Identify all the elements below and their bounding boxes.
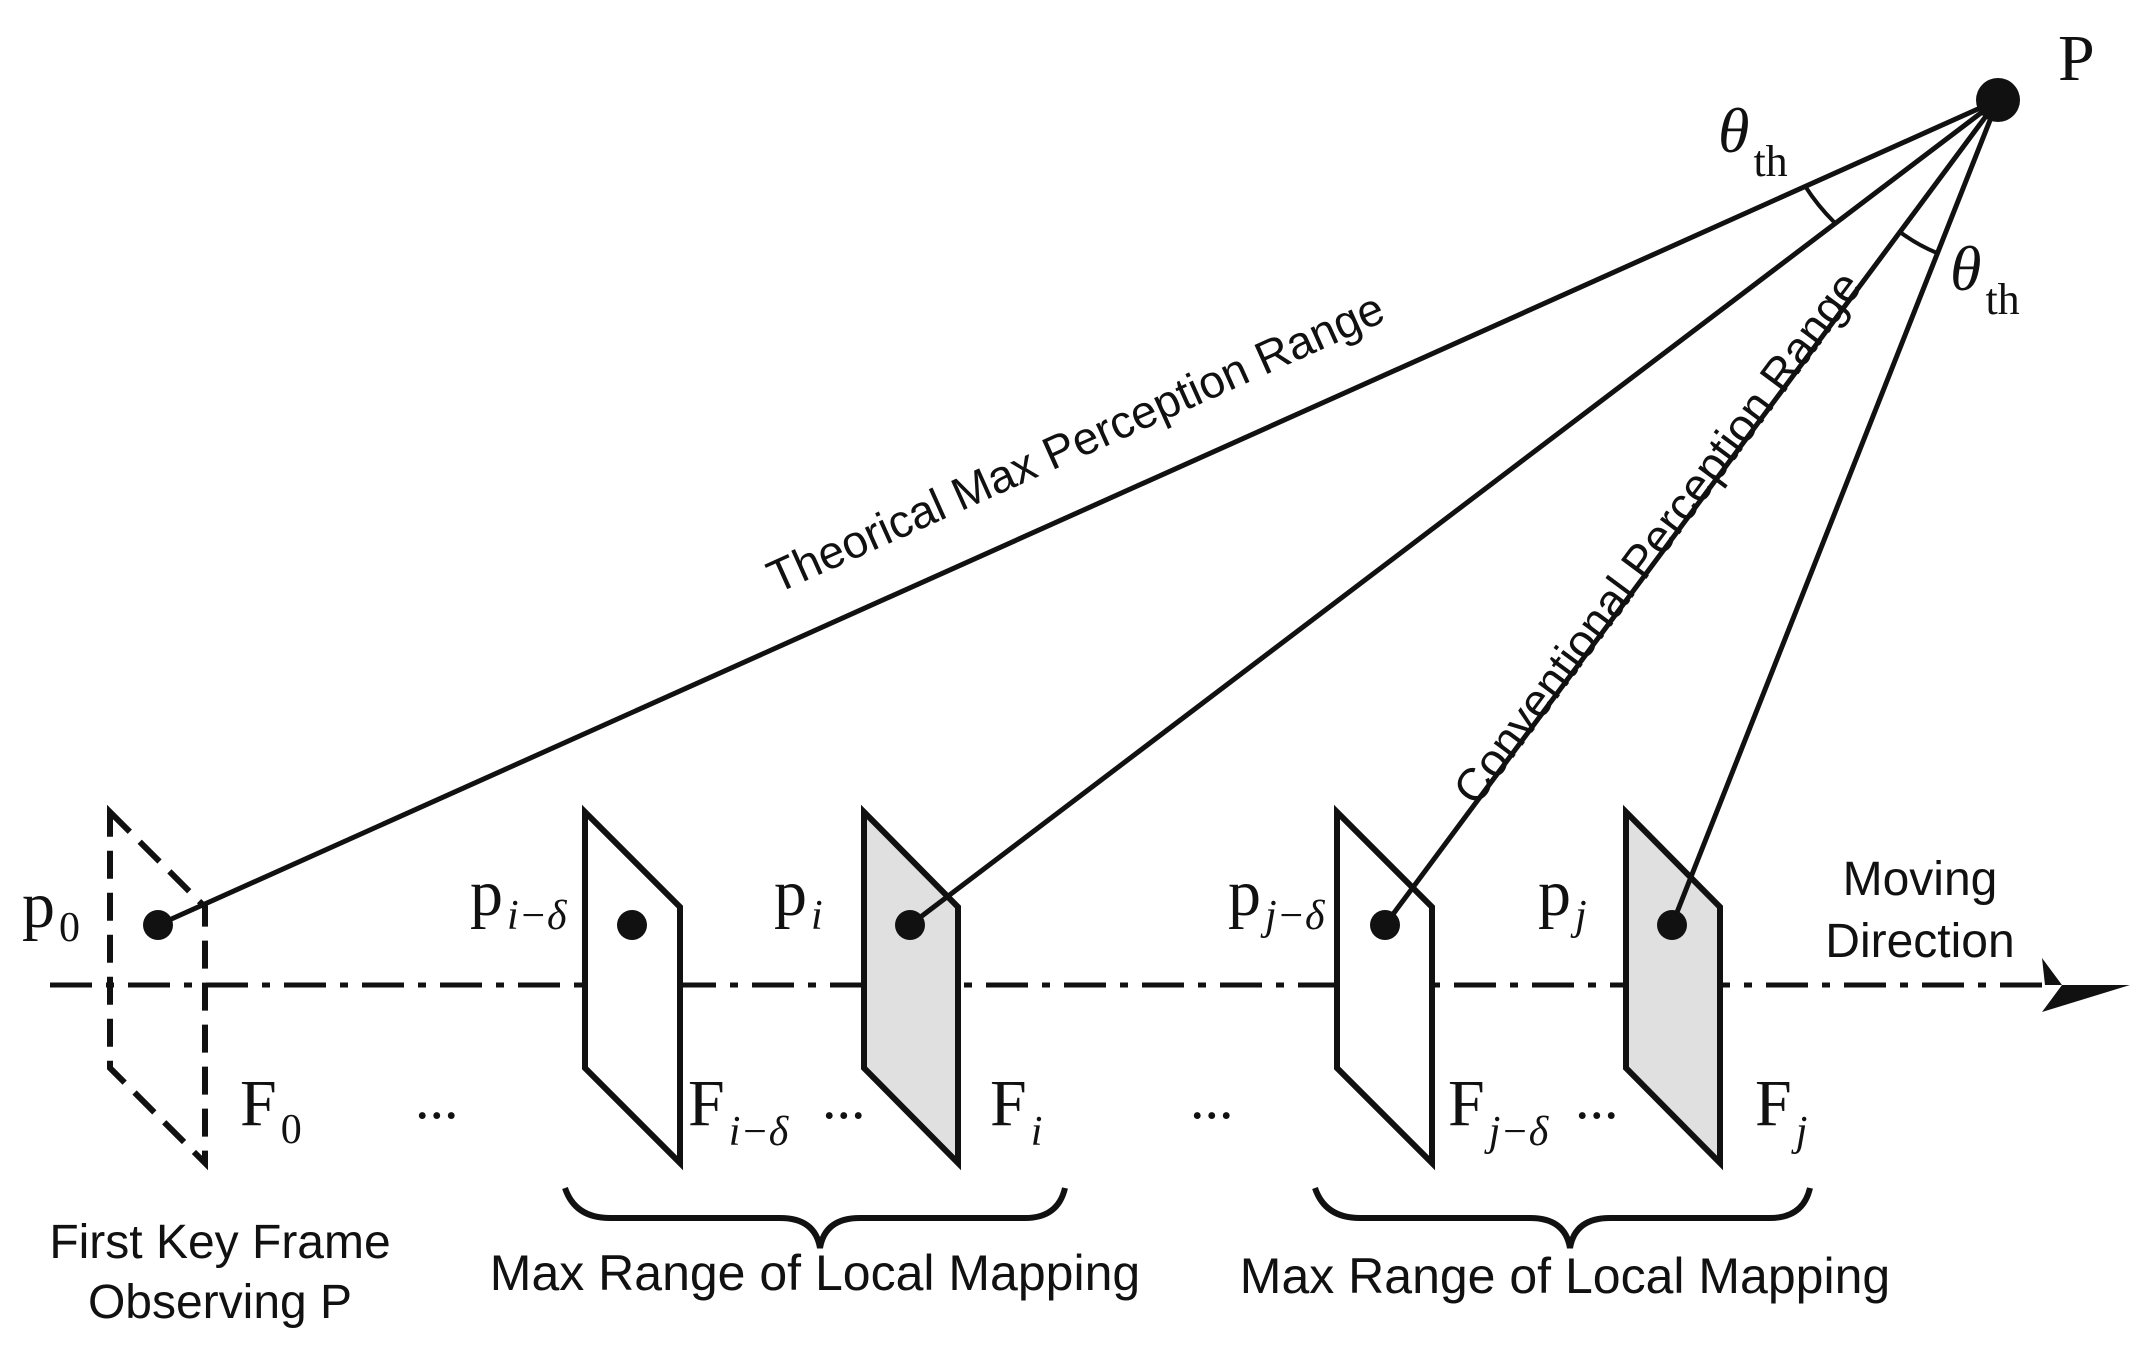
ray-conventional (1382, 98, 2001, 927)
angle-arc-theoretical (1803, 184, 1836, 224)
ellipsis-4: ... (1575, 1066, 1619, 1131)
point-p-j (1657, 910, 1687, 940)
brace-local-mapping-2 (1312, 1186, 1813, 1249)
label-f0: F0 (240, 1067, 302, 1153)
caption-observing-p: Observing P (88, 1276, 352, 1329)
label-theoretical-range: Theorical Max Perception Range (759, 282, 1392, 604)
frame-f-i (861, 804, 961, 1171)
label-f-i-delta: Fi−δ (688, 1067, 790, 1155)
label-f-j-delta: Fj−δ (1448, 1067, 1550, 1155)
caption-local-mapping-1: Max Range of Local Mapping (490, 1245, 1140, 1301)
label-p-i-delta: pi−δ (470, 857, 568, 939)
angle-label-theoretical: θth (1718, 95, 1788, 186)
arrowhead-icon (2042, 958, 2130, 1012)
frame-f-i-delta (582, 804, 683, 1171)
label-p-j: pj (1538, 857, 1587, 939)
point-p-i (895, 910, 925, 940)
ray-theoretical (156, 97, 2000, 928)
label-f-j: Fj (1755, 1067, 1807, 1155)
angle-label-conventional: θth (1950, 233, 2020, 324)
angle-arc-conventional (1898, 230, 1938, 255)
label-conventional-range: Conventional Perception Range (1443, 261, 1872, 813)
label-p0: p0 (22, 869, 80, 951)
frame-f-j-delta (1334, 804, 1435, 1171)
point-p-j-delta (1370, 910, 1400, 940)
world-point-label: P (2058, 22, 2095, 95)
point-p0 (143, 910, 173, 940)
frame-f0 (107, 804, 208, 1171)
caption-first-key-frame: First Key Frame (49, 1216, 390, 1269)
brace-local-mapping-1 (562, 1186, 1068, 1249)
ray-p-i (908, 98, 2000, 927)
label-p-j-delta: pj−δ (1228, 857, 1326, 939)
moving-direction-label: Moving (1843, 853, 1998, 906)
label-f-i: Fi (990, 1067, 1042, 1155)
caption-local-mapping-2: Max Range of Local Mapping (1240, 1248, 1890, 1304)
ellipsis-2: ... (822, 1066, 866, 1131)
ellipsis-1: ... (415, 1066, 459, 1131)
frame-f-j (1623, 804, 1723, 1171)
point-p-i-delta (617, 910, 647, 940)
label-p-i: pi (774, 857, 823, 939)
ray-p-j (1669, 99, 2001, 926)
moving-direction-label-2: Direction (1825, 915, 2014, 968)
ellipsis-3: ... (1190, 1066, 1234, 1131)
world-point-p (1976, 78, 2020, 122)
